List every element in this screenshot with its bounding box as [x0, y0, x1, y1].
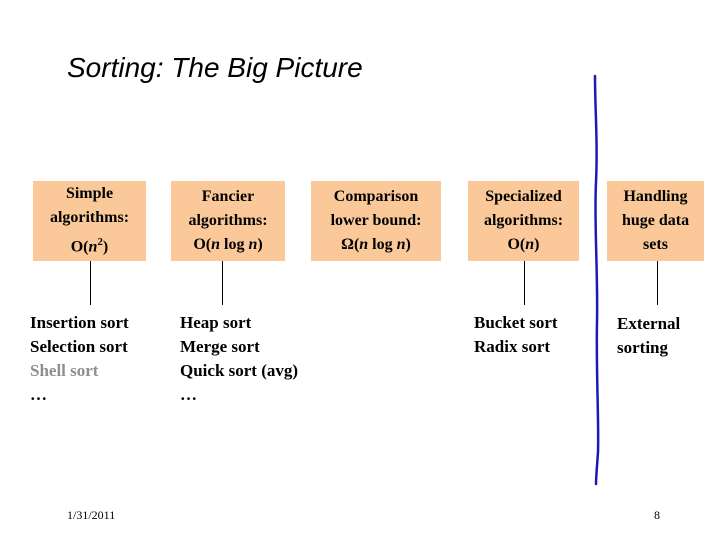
- list-specialized-sorts: Bucket sort Radix sort: [474, 311, 558, 359]
- box-comparison-lower-bound: Comparison lower bound: Ω(n log n): [311, 181, 441, 261]
- box-line: algorithms:: [188, 212, 268, 229]
- box-line: Specialized: [485, 188, 562, 205]
- box-line: sets: [643, 236, 668, 253]
- box-line: Simple: [65, 185, 114, 203]
- connector-line: [222, 261, 223, 305]
- box-simple-algorithms: Simple algorithms: O(n2): [33, 181, 146, 261]
- list-item: sorting: [617, 338, 668, 357]
- box-complexity: O(n): [507, 236, 540, 253]
- slide-page-number: 8: [654, 508, 660, 522]
- list-fancier-sorts: Heap sort Merge sort Quick sort (avg) …: [180, 311, 298, 407]
- connector-line: [90, 261, 91, 305]
- list-item: Merge sort: [180, 337, 260, 356]
- box-complexity: Ω(n log n): [341, 236, 411, 253]
- box-line: huge data: [621, 212, 690, 229]
- connector-line: [657, 261, 658, 305]
- box-huge-data-sets: Handling huge data sets: [607, 181, 704, 261]
- list-external-sorts: External sorting: [617, 312, 680, 360]
- list-item: Quick sort (avg): [180, 361, 299, 380]
- box-fancier-algorithms: Fancier algorithms: O(n log n): [171, 181, 285, 261]
- box-line: lower bound:: [330, 212, 422, 229]
- slide-title: Sorting: The Big Picture: [67, 52, 363, 83]
- divider-line: [593, 74, 600, 486]
- list-item: Radix sort: [474, 337, 551, 356]
- list-simple-sorts: Insertion sort Selection sort Shell sort…: [30, 311, 129, 407]
- box-line: Comparison: [333, 188, 419, 205]
- list-item: …: [30, 385, 47, 404]
- list-item: Heap sort: [180, 313, 252, 332]
- list-item: External: [617, 314, 681, 333]
- list-item: Shell sort: [30, 361, 99, 380]
- box-line: algorithms:: [483, 212, 564, 229]
- box-complexity: O(n2): [70, 236, 109, 256]
- box-line: Fancier: [201, 188, 255, 205]
- box-specialized-algorithms: Specialized algorithms: O(n): [468, 181, 579, 261]
- box-line: Handling: [623, 188, 688, 205]
- list-item: Selection sort: [30, 337, 128, 356]
- box-line: algorithms:: [49, 209, 130, 227]
- box-complexity: O(n log n): [193, 236, 263, 253]
- list-item: …: [180, 385, 197, 404]
- connector-line: [524, 261, 525, 305]
- list-item: Insertion sort: [30, 313, 129, 332]
- slide-date: 1/31/2011: [67, 508, 116, 522]
- list-item: Bucket sort: [474, 313, 558, 332]
